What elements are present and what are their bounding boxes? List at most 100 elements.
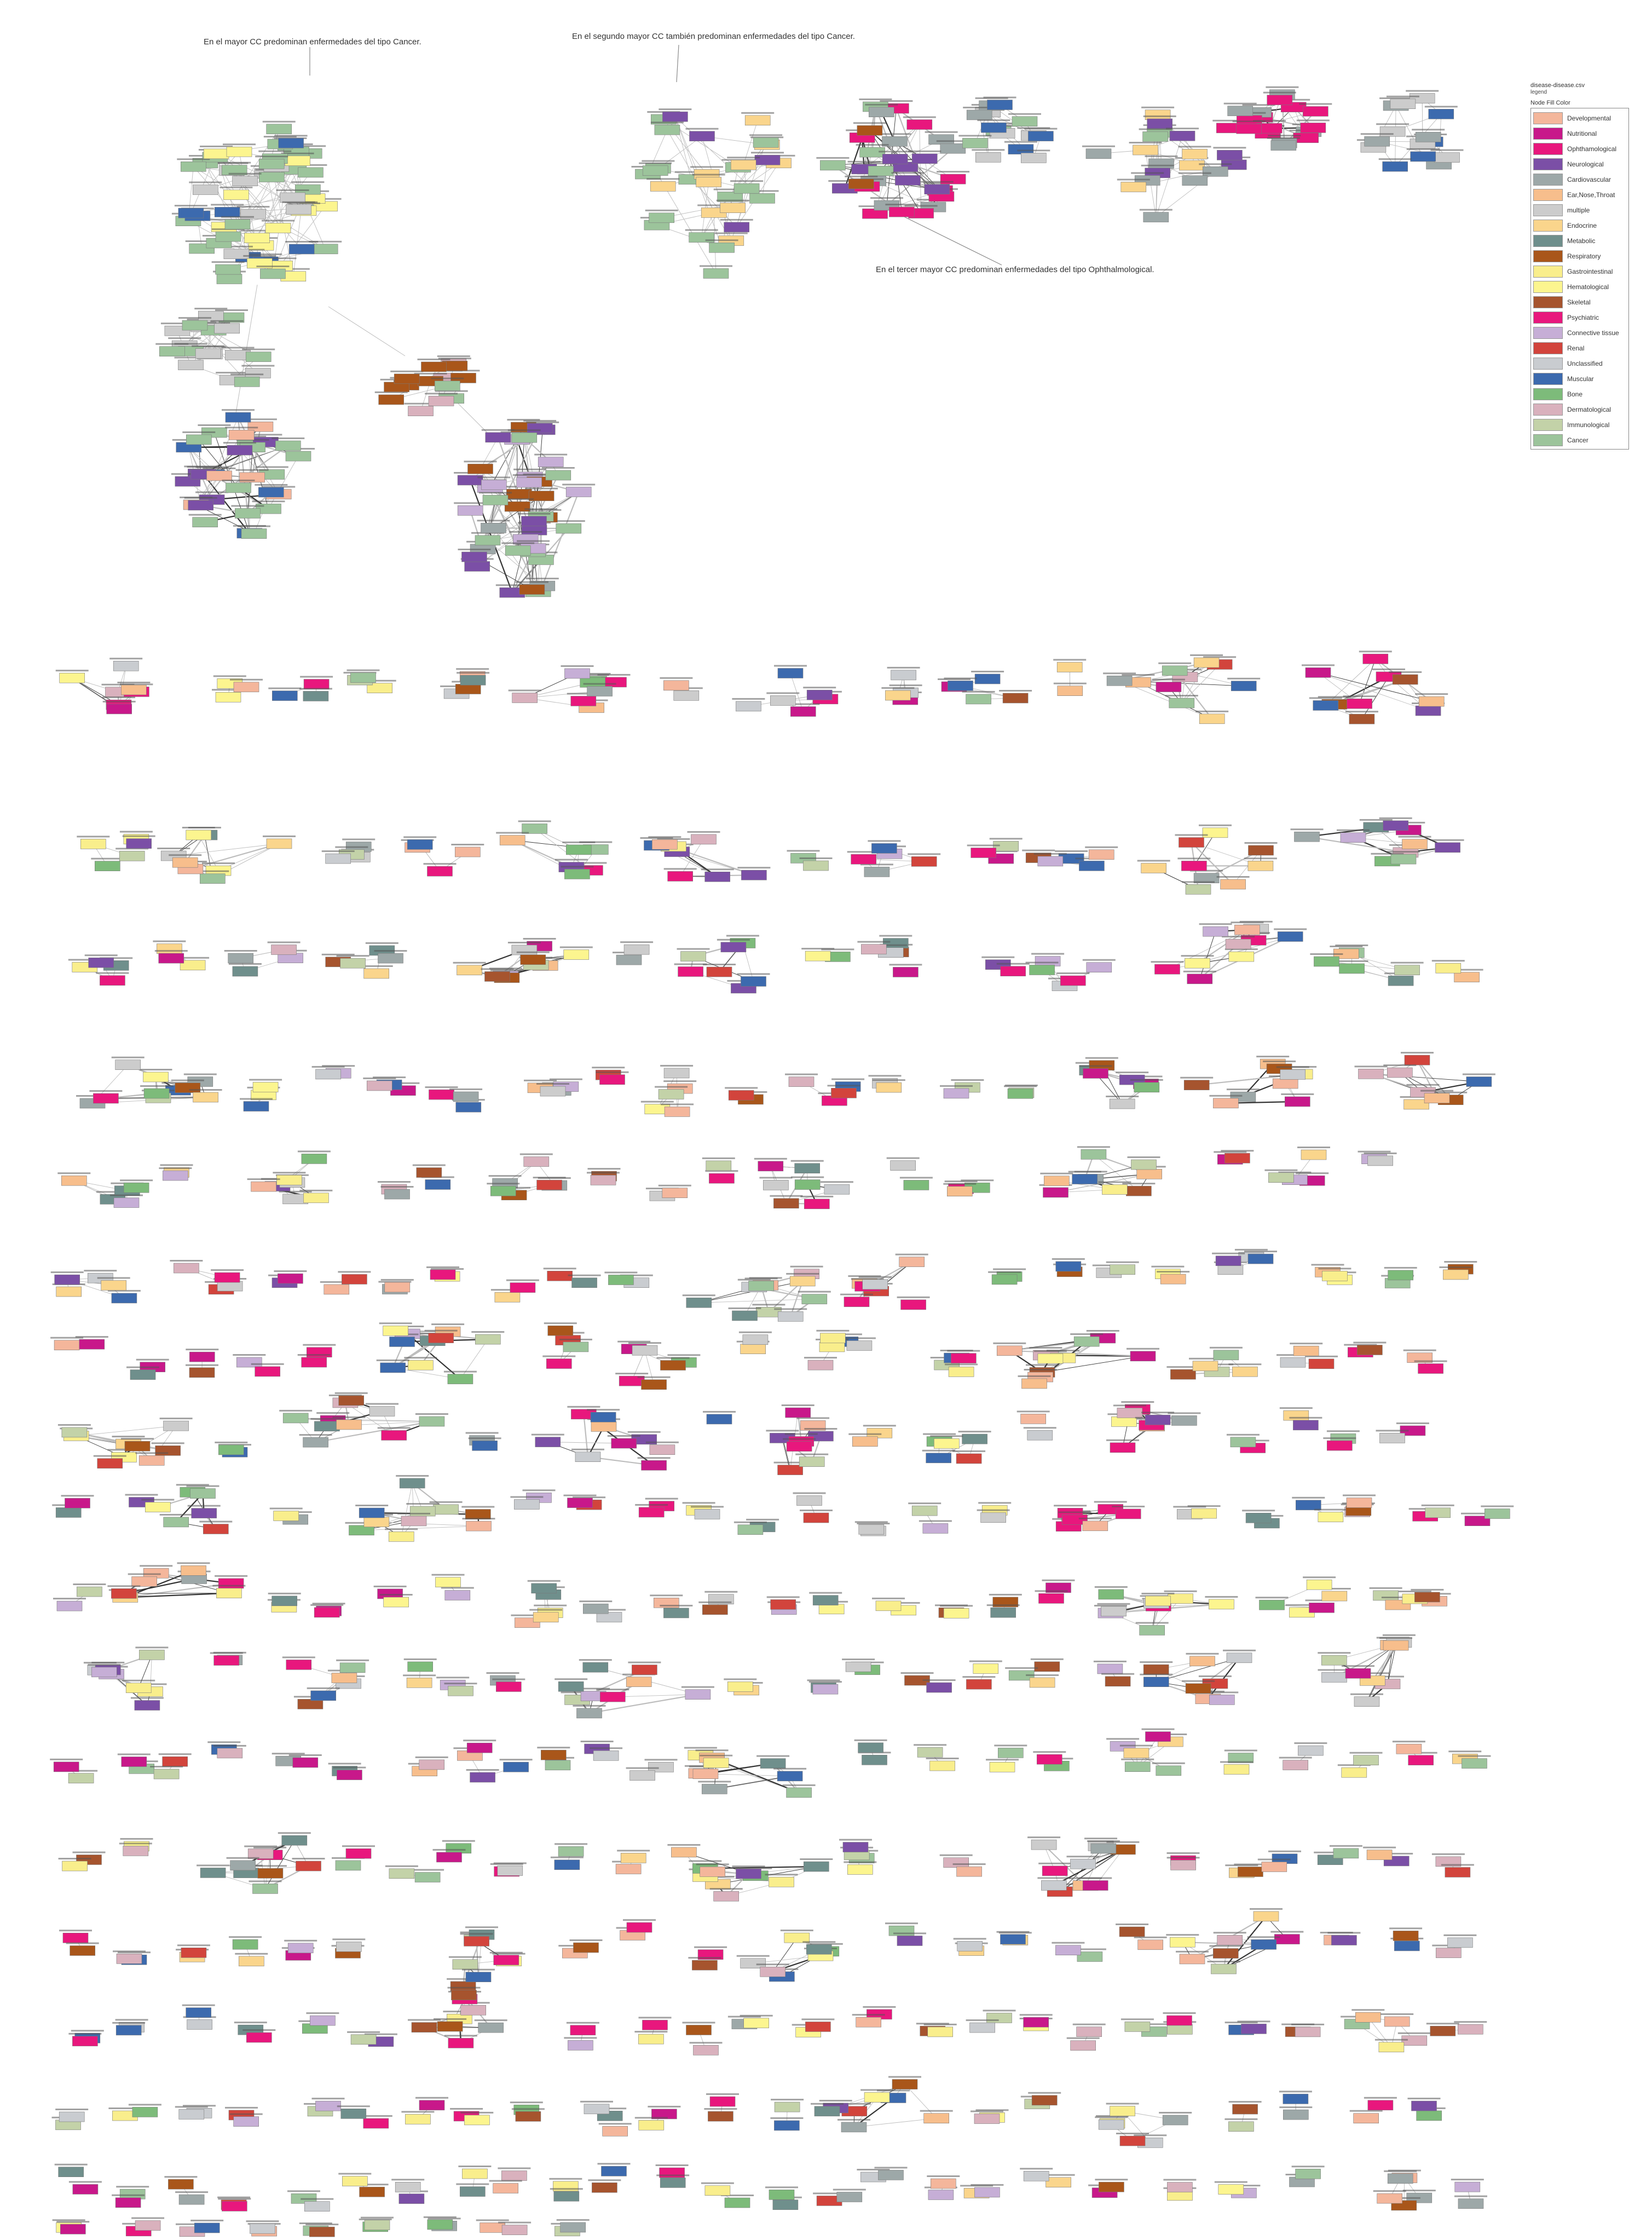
disease-node	[724, 2197, 750, 2208]
node-label-text	[168, 337, 201, 339]
node-label-text	[1141, 164, 1174, 166]
disease-node	[608, 1275, 634, 1285]
node-label-text	[1289, 1416, 1322, 1419]
node-label-text	[1234, 1863, 1267, 1865]
node-label-text	[698, 1601, 732, 1603]
disease-node	[1379, 126, 1406, 137]
disease-node	[1028, 131, 1054, 141]
node-label-text	[726, 935, 759, 937]
disease-node	[1156, 1765, 1182, 1776]
node-label-text	[1140, 1673, 1173, 1675]
disease-node	[567, 1498, 593, 1508]
node-label-text	[848, 1433, 882, 1435]
node-label-text	[234, 2022, 267, 2024]
legend-heading: Node Fill Color	[1530, 100, 1570, 106]
node-label-text	[919, 1520, 952, 1522]
node-label-text	[299, 1434, 332, 1436]
node-label-text	[1424, 106, 1458, 108]
disease-edge	[631, 1350, 645, 1381]
disease-node	[733, 183, 760, 194]
node-label-text	[989, 838, 1023, 840]
node-label-text	[1225, 1864, 1258, 1867]
disease-node	[807, 1360, 834, 1371]
disease-node	[247, 421, 274, 432]
legend-item: Metabolic	[1533, 233, 1626, 249]
disease-edge	[1197, 929, 1248, 964]
disease-node	[773, 1198, 799, 1208]
disease-node	[535, 1437, 561, 1447]
disease-node	[1321, 1591, 1348, 1602]
disease-node	[364, 2220, 390, 2230]
node-label-text	[274, 135, 308, 137]
node-label-text	[746, 190, 779, 192]
disease-node	[1298, 1745, 1324, 1756]
disease-edge	[1333, 1645, 1396, 1678]
node-label-text	[269, 1507, 303, 1510]
node-label-text	[189, 181, 222, 183]
node-label-text	[139, 1069, 172, 1070]
disease-node	[331, 1673, 357, 1683]
disease-node	[230, 1860, 256, 1871]
disease-node	[652, 839, 678, 850]
node-label-text	[713, 188, 747, 191]
node-label-text	[474, 2019, 507, 2022]
node-label-text	[989, 1593, 1022, 1596]
disease-node	[818, 1604, 845, 1615]
node-label-text	[831, 1078, 865, 1080]
disease-node	[805, 2022, 831, 2032]
node-label-text	[158, 1753, 192, 1755]
disease-node	[1447, 1937, 1473, 1948]
node-label-text	[692, 174, 725, 176]
disease-node	[547, 1325, 574, 1336]
node-label-text	[1141, 1412, 1175, 1414]
disease-node	[285, 156, 310, 166]
disease-node	[852, 1436, 878, 1447]
node-label-text	[667, 1354, 701, 1356]
disease-node	[1434, 152, 1460, 163]
disease-node	[784, 1932, 810, 1943]
disease-node	[130, 1369, 156, 1380]
disease-node	[1367, 2100, 1394, 2111]
disease-node	[1154, 964, 1180, 975]
node-label-text	[238, 525, 270, 527]
node-label-text	[628, 1661, 661, 1663]
disease-node	[1283, 1410, 1309, 1421]
disease-node	[464, 1936, 489, 1947]
disease-node	[956, 1453, 982, 1464]
node-label-text	[450, 2107, 483, 2110]
node-label-text	[68, 2032, 102, 2035]
disease-node	[727, 1682, 753, 1692]
node-label-text	[1066, 2037, 1100, 2039]
node-label-text	[464, 460, 497, 463]
disease-node	[1407, 1352, 1432, 1363]
node-label-text	[426, 1266, 459, 1268]
node-label-text	[689, 1860, 722, 1862]
node-label-text	[1389, 671, 1422, 673]
legend-label: Unclassified	[1567, 360, 1603, 367]
disease-node	[1454, 972, 1480, 982]
node-label-text	[1093, 1660, 1127, 1662]
node-label-text	[1033, 853, 1067, 855]
node-label-text	[434, 2018, 467, 2020]
node-label-text	[487, 1183, 520, 1185]
disease-node	[520, 954, 546, 965]
node-label-text	[1371, 1675, 1404, 1678]
legend-swatch	[1533, 373, 1563, 385]
node-label-text	[506, 1279, 539, 1281]
disease-node	[570, 696, 597, 706]
node-label-text	[1314, 1508, 1347, 1511]
disease-node	[1415, 132, 1441, 142]
node-label-text	[511, 2108, 545, 2110]
node-label-text	[1384, 1266, 1417, 1269]
node-label-text	[1356, 1672, 1389, 1674]
node-label-text	[195, 491, 229, 493]
node-label-text	[307, 1687, 340, 1689]
disease-node	[163, 1420, 189, 1431]
node-label-text	[215, 309, 248, 311]
disease-node	[1345, 1668, 1371, 1679]
disease-edge	[268, 456, 299, 509]
node-label-text	[174, 205, 207, 207]
node-label-text	[468, 1437, 501, 1439]
node-label-text	[403, 836, 437, 838]
node-label-text	[1335, 960, 1368, 962]
